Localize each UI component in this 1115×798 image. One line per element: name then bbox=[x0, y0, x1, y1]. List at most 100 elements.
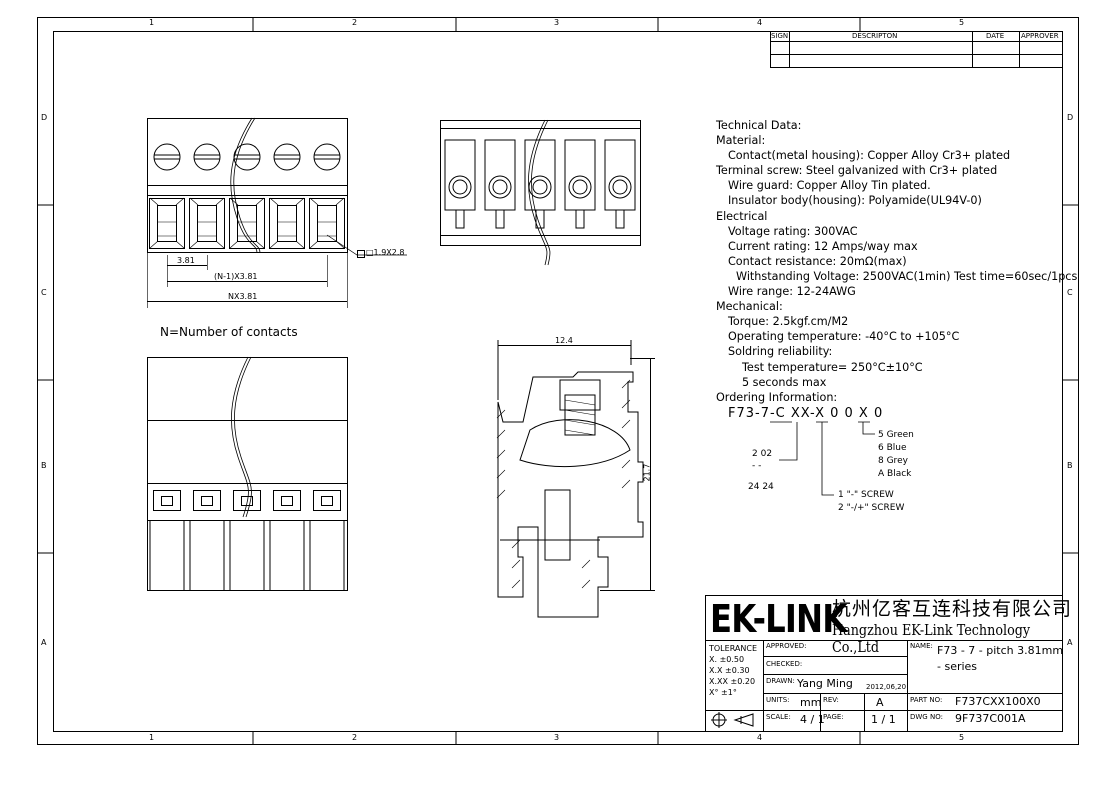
wire-entry-hole bbox=[317, 205, 337, 242]
column-label: 4 bbox=[757, 733, 763, 742]
wire-entry-outer bbox=[309, 198, 345, 249]
wire-entry-bevel bbox=[189, 197, 225, 249]
dwg-no-label: DWG NO: bbox=[910, 713, 943, 721]
contact-ring bbox=[568, 175, 592, 199]
tech-line: Current rating: 12 Amps/way max bbox=[728, 239, 918, 253]
latch-tab bbox=[153, 490, 181, 511]
tech-line: Voltage rating: 300VAC bbox=[728, 224, 858, 238]
drawn-label: DRAWN: bbox=[766, 677, 795, 685]
wire-entry-bevel bbox=[149, 197, 185, 249]
row-label: A bbox=[41, 638, 47, 647]
company-logo: EK-LINK bbox=[710, 597, 847, 641]
tech-line: Mechanical: bbox=[716, 300, 783, 314]
screw-slot bbox=[314, 154, 340, 160]
scale-value: 4 / 1 bbox=[800, 713, 825, 726]
column-label: 2 bbox=[352, 18, 358, 27]
part-no-label: PART NO: bbox=[910, 696, 943, 704]
tech-line: Electrical bbox=[716, 209, 768, 223]
rev-header-approver: APPROVER bbox=[1021, 32, 1059, 40]
contact-hole bbox=[492, 179, 508, 195]
latch-window bbox=[281, 496, 293, 506]
rev-header-description: DESCRIPTON bbox=[852, 32, 898, 40]
ordering-leader-lines bbox=[770, 421, 875, 496]
color-option: 8 Grey bbox=[878, 456, 908, 466]
name-line-2: - series bbox=[937, 660, 978, 673]
pin-channel bbox=[229, 520, 265, 590]
rev-value: A bbox=[876, 696, 884, 709]
tolerance-value: X.XX ±0.20 bbox=[709, 677, 756, 686]
tech-line: Test temperature= 250°C±10°C bbox=[742, 360, 923, 374]
part-no-value: F737CXX100X0 bbox=[955, 695, 1041, 708]
color-option: A Black bbox=[878, 469, 912, 479]
latch-tab bbox=[193, 490, 221, 511]
title-block-lines bbox=[705, 595, 1063, 732]
latch-window bbox=[201, 496, 213, 506]
checked-label: CHECKED: bbox=[766, 660, 803, 668]
screw-slot bbox=[234, 154, 260, 160]
tolerance-label: TOLERANCE bbox=[709, 644, 758, 653]
contact-body bbox=[524, 139, 556, 229]
inner-frame bbox=[53, 31, 1063, 732]
name-label: NAME: bbox=[910, 642, 933, 650]
name-line-1: F73 - 7 - pitch 3.81mm bbox=[937, 644, 1064, 657]
company-name-cn: 杭州亿客互连科技有限公司 bbox=[832, 598, 1073, 620]
side-view-drawing bbox=[440, 119, 641, 266]
wire-entry-outer bbox=[189, 198, 225, 249]
contact-hole bbox=[572, 179, 588, 195]
contact-hole bbox=[452, 179, 468, 195]
pin-channel bbox=[189, 520, 225, 590]
column-label: 5 bbox=[959, 18, 965, 27]
screw-head-icon bbox=[313, 143, 341, 171]
screw-slot bbox=[154, 154, 180, 160]
screw-head-icon bbox=[153, 143, 181, 171]
tech-line: Operating temperature: -40°C to +105°C bbox=[728, 330, 960, 344]
screw-option: 1 "-" SCREW bbox=[838, 490, 894, 500]
contact-ring bbox=[528, 175, 552, 199]
span-dimension: (N-1)X3.81 bbox=[214, 272, 258, 281]
units-value: mm bbox=[800, 696, 822, 709]
wire-entry-outer bbox=[149, 198, 185, 249]
rev-header-sign: SIGN bbox=[771, 32, 789, 40]
tech-line: Contact(metal housing): Copper Alloy Cr3… bbox=[728, 149, 1011, 163]
tolerance-value: X. ±0.50 bbox=[709, 655, 745, 664]
pin-channel bbox=[149, 520, 185, 590]
tech-line: Withstanding Voltage: 2500VAC(1min) Test… bbox=[736, 269, 1078, 283]
column-label: 3 bbox=[554, 733, 560, 742]
contact-ring bbox=[448, 175, 472, 199]
latch-tab bbox=[313, 490, 341, 511]
poles-from: 2 02 bbox=[752, 449, 773, 459]
poles-to: 24 24 bbox=[748, 482, 774, 492]
dwg-no-value: 9F737C001A bbox=[955, 712, 1026, 725]
rev-label: REV: bbox=[823, 696, 839, 704]
screw-slot bbox=[274, 154, 300, 160]
order-code: F73-7-C XX-X 0 0 X 0 bbox=[728, 406, 884, 421]
outer-border bbox=[37, 17, 1079, 745]
contacts-note: N=Number of contacts bbox=[160, 325, 298, 339]
row-label: C bbox=[41, 288, 47, 297]
technical-data: Technical Data: Material:Contact(metal ho… bbox=[716, 118, 1077, 405]
total-dimension: NX3.81 bbox=[228, 292, 258, 301]
tech-line: Material: bbox=[716, 134, 766, 148]
wire-entry-bevel bbox=[269, 197, 305, 249]
latch-window bbox=[321, 496, 333, 506]
zone-dividers bbox=[37, 17, 1078, 745]
section-view-drawing bbox=[496, 340, 655, 618]
row-label: C bbox=[1067, 288, 1073, 297]
contact-body bbox=[564, 139, 596, 229]
row-label: A bbox=[1067, 638, 1073, 647]
row-label: D bbox=[1067, 113, 1074, 122]
wire-entry-hole bbox=[237, 205, 257, 242]
tech-line: Technical Data: bbox=[716, 119, 802, 132]
wire-entry-outer bbox=[229, 198, 265, 249]
front-view-drawing bbox=[147, 117, 407, 308]
screw-slot bbox=[194, 154, 220, 160]
wire-entry-bevel bbox=[229, 197, 265, 249]
column-label: 1 bbox=[149, 18, 155, 27]
pitch-dimension: 3.81 bbox=[177, 256, 195, 265]
hole-callout: □1.9X2.8 bbox=[366, 248, 405, 257]
latch-tab bbox=[233, 490, 261, 511]
bottom-view-drawing bbox=[147, 356, 348, 591]
width-dimension: 12.4 bbox=[555, 336, 573, 345]
